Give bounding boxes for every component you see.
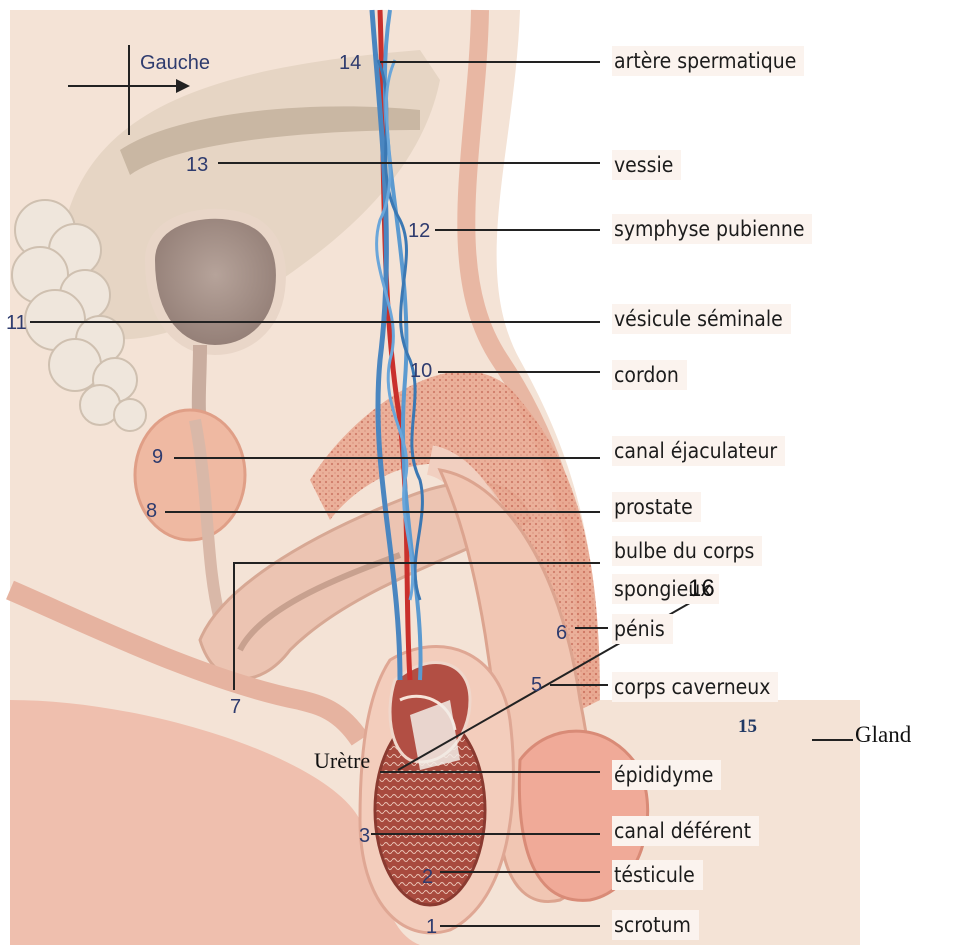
label-gland: Gland <box>855 722 911 748</box>
label-epididyme: épididyme <box>612 760 721 790</box>
number-2: 2 <box>422 866 433 888</box>
number-6: 6 <box>556 622 567 644</box>
number-11: 11 <box>6 312 27 334</box>
label-penis: pénis <box>612 614 673 644</box>
number-15: 15 <box>738 716 757 738</box>
number-1: 1 <box>426 916 437 938</box>
label-corps-caverneux: corps caverneux <box>612 672 778 702</box>
number-9: 9 <box>152 446 163 468</box>
label-symphyse-pubienne: symphyse pubienne <box>612 214 812 244</box>
number-16: 16 <box>688 578 715 600</box>
number-3: 3 <box>359 825 370 847</box>
orientation-label: Gauche <box>140 52 210 75</box>
label-bulbe-line1: bulbe du corps <box>612 536 762 566</box>
label-canal-ejaculateur: canal éjaculateur <box>612 436 785 466</box>
label-testicule: tésticule <box>612 860 703 890</box>
label-uretre: Urètre <box>314 748 370 774</box>
number-5: 5 <box>531 674 542 696</box>
number-8: 8 <box>146 500 157 522</box>
label-vessie: vessie <box>612 150 681 180</box>
number-13: 13 <box>186 154 208 176</box>
number-14: 14 <box>339 52 361 74</box>
number-7: 7 <box>230 696 241 718</box>
label-vesicule-seminale: vésicule séminale <box>612 304 791 334</box>
number-12: 12 <box>408 220 430 242</box>
number-10: 10 <box>410 360 432 382</box>
label-prostate: prostate <box>612 492 701 522</box>
label-cordon: cordon <box>612 360 687 390</box>
label-canal-deferent: canal déférent <box>612 816 759 846</box>
label-scrotum: scrotum <box>612 910 699 940</box>
label-artere-spermatique: artère spermatique <box>612 46 804 76</box>
